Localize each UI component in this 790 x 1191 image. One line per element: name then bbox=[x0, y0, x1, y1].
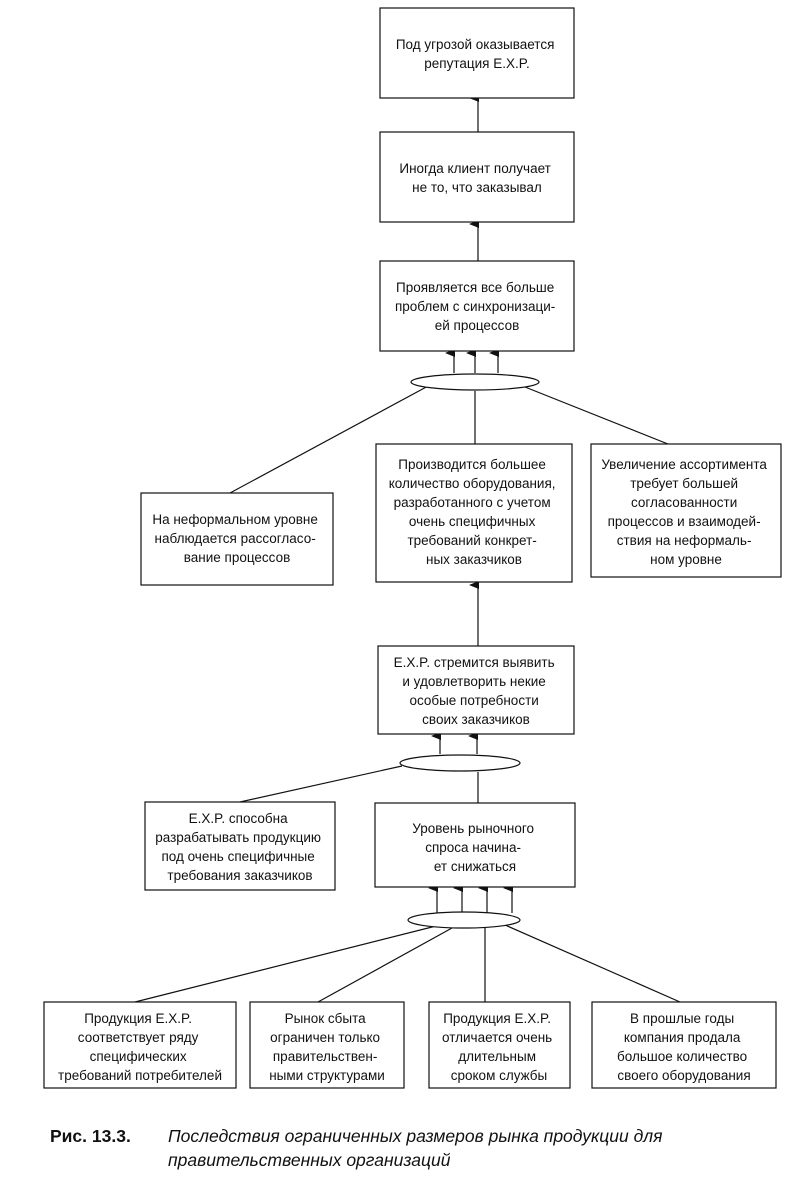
node-box-custom-development bbox=[144, 801, 336, 891]
node-label-demand-decline: Уровень рыночного спроса начина- ет сниж… bbox=[412, 821, 538, 874]
figure-number: Рис. 13.3. bbox=[50, 1126, 131, 1146]
node-label-sync-problems: Проявляется все больше проблем с синхрон… bbox=[395, 280, 559, 333]
node-box-wrong-order bbox=[379, 131, 575, 223]
node-label-consumer-requirements: Продукция E.X.P. соответствует ряду спец… bbox=[58, 1011, 222, 1083]
figure-title: Последствия ограниченных размеров рынка … bbox=[168, 1126, 663, 1170]
node-box-demand-decline bbox=[374, 802, 576, 888]
node-box-government-market bbox=[249, 1001, 405, 1089]
node-box-sync-problems bbox=[379, 260, 575, 352]
node-box-past-sales bbox=[591, 1001, 777, 1089]
node-label-wrong-order: Иногда клиент получает не то, что заказы… bbox=[399, 161, 554, 195]
line-n11-to-ellipse3 bbox=[317, 927, 453, 1003]
junction-ellipses bbox=[399, 373, 540, 929]
node-label-past-sales: В прошлые годы компания продала большое … bbox=[617, 1011, 751, 1083]
node-label-informal-mismatch: На неформальном уровне наблюдается рассо… bbox=[152, 512, 321, 565]
node-label-reputation-threat: Под угрозой оказывается репутация E.X.P. bbox=[396, 37, 558, 71]
junction-ellipse-2 bbox=[399, 754, 521, 772]
node-label-assortment-growth: Увеличение ассортимента требует большей … bbox=[601, 457, 770, 567]
node-label-custom-development: E.X.P. способна разрабатывать продукцию … bbox=[155, 811, 325, 883]
junction-ellipse-3 bbox=[407, 911, 521, 929]
line-n13-to-ellipse3 bbox=[504, 924, 681, 1003]
line-n4-to-ellipse1 bbox=[229, 384, 431, 494]
line-n8-to-ellipse2 bbox=[239, 765, 403, 803]
node-box-reputation-threat bbox=[379, 7, 575, 99]
line-n6-to-ellipse1 bbox=[519, 384, 684, 451]
connector-lines bbox=[134, 94, 684, 1003]
node-box-custom-equipment bbox=[375, 443, 573, 583]
node-label-long-service-life: Продукция E.X.P. отличается очень длител… bbox=[442, 1011, 556, 1083]
node-box-long-service-life bbox=[428, 1001, 571, 1089]
node-box-consumer-requirements bbox=[43, 1001, 237, 1089]
node-labels: Под угрозой оказывается репутация E.X.P.… bbox=[58, 37, 770, 1083]
cause-effect-diagram: Под угрозой оказывается репутация E.X.P.… bbox=[43, 7, 782, 1089]
node-label-government-market: Рынок сбыта ограничен только правительст… bbox=[269, 1011, 385, 1083]
node-box-assortment-growth bbox=[590, 443, 782, 578]
junction-ellipse-1 bbox=[410, 373, 540, 391]
line-n10-to-ellipse3 bbox=[134, 924, 441, 1003]
node-box-informal-mismatch bbox=[140, 492, 334, 586]
node-label-special-needs: E.X.P. стремится выявить и удовлетворить… bbox=[394, 655, 559, 727]
node-label-custom-equipment: Производится большее количество оборудов… bbox=[389, 457, 560, 567]
node-box-special-needs bbox=[377, 645, 575, 735]
node-boxes bbox=[43, 7, 782, 1089]
